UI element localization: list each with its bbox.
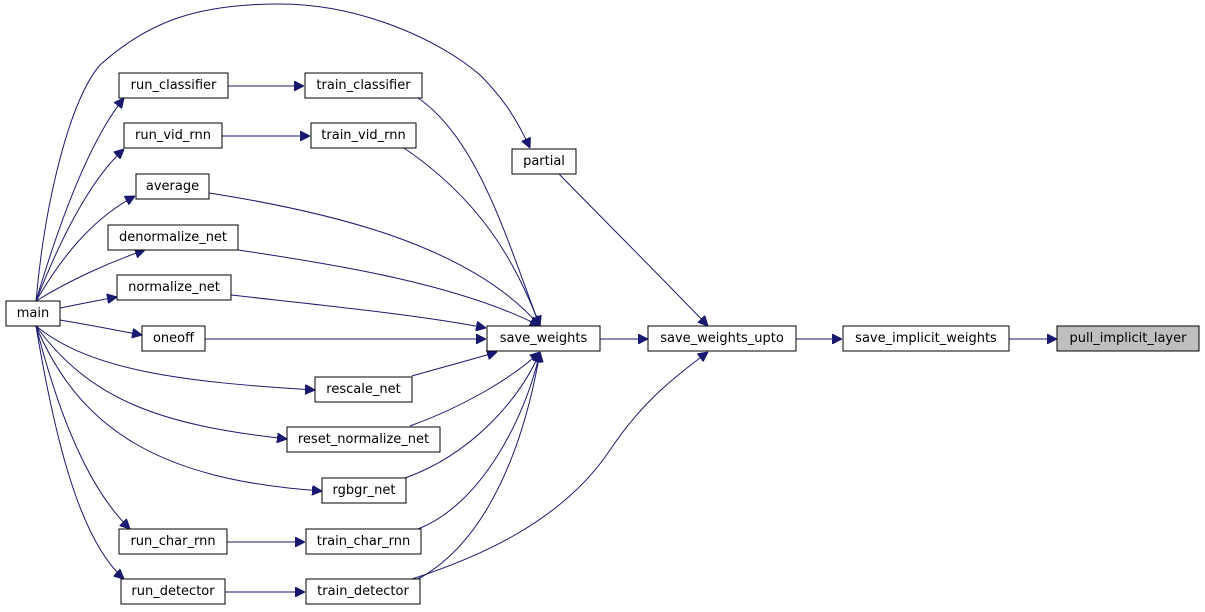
- edge-average-to-save-weights: [208, 192, 540, 326]
- edge-main-to-average: [35, 196, 135, 302]
- node-label: save_implicit_weights: [855, 331, 997, 346]
- node-rescale-net[interactable]: rescale_net: [314, 376, 413, 403]
- node-label: rgbgr_net: [332, 483, 395, 498]
- node-label: partial: [523, 154, 565, 169]
- node-label: main: [17, 306, 49, 321]
- edge-main-to-oneoff: [59, 319, 142, 335]
- edge-normalize-net-to-save-weights: [230, 294, 486, 328]
- node-run-detector[interactable]: run_detector: [120, 578, 226, 605]
- node-label: pull_implicit_layer: [1070, 331, 1188, 346]
- edge-train-detector-to-save-weights-upto: [411, 352, 708, 580]
- node-run-vid-rnn[interactable]: run_vid_rnn: [123, 122, 223, 149]
- node-label: denormalize_net: [119, 230, 227, 245]
- node-denormalize-net[interactable]: denormalize_net: [107, 224, 239, 251]
- edge-rescale-net-to-save-weights: [411, 352, 497, 377]
- node-label: train_char_rnn: [317, 534, 411, 549]
- node-reset-normalize-net[interactable]: reset_normalize_net: [286, 426, 441, 453]
- edge-train-vid-rnn-to-save-weights: [403, 147, 540, 326]
- node-oneoff[interactable]: oneoff: [141, 325, 206, 352]
- edge-main-to-normalize-net: [59, 297, 117, 309]
- edge-train-detector-to-save-weights: [417, 352, 540, 580]
- node-label: save_weights: [500, 331, 588, 346]
- node-label: train_classifier: [316, 78, 411, 93]
- edge-train-classifier-to-save-weights: [417, 97, 540, 326]
- edge-main-to-run-detector: [35, 325, 124, 579]
- node-run-classifier[interactable]: run_classifier: [118, 72, 229, 99]
- node-label: save_weights_upto: [660, 331, 784, 346]
- node-run-char-rnn[interactable]: run_char_rnn: [118, 528, 228, 555]
- node-label: normalize_net: [128, 280, 220, 295]
- edge-main-to-rgbgr-net: [35, 325, 322, 491]
- node-train-vid-rnn[interactable]: train_vid_rnn: [310, 122, 417, 149]
- node-label: train_detector: [317, 584, 409, 599]
- node-train-classifier[interactable]: train_classifier: [304, 72, 423, 99]
- node-train-detector[interactable]: train_detector: [305, 578, 421, 605]
- node-label: run_char_rnn: [130, 534, 215, 549]
- node-main[interactable]: main: [5, 300, 61, 327]
- node-label: oneoff: [153, 331, 195, 346]
- edge-main-to-reset-normalize-net: [35, 325, 287, 439]
- edge-main-to-rescale-net: [35, 325, 315, 390]
- node-save-weights[interactable]: save_weights: [486, 325, 601, 352]
- node-average[interactable]: average: [135, 173, 210, 200]
- node-normalize-net[interactable]: normalize_net: [116, 274, 232, 301]
- node-label: reset_normalize_net: [298, 432, 429, 447]
- node-partial[interactable]: partial: [511, 148, 577, 175]
- edge-main-to-run-vid-rnn: [35, 149, 124, 302]
- node-pull-implicit-layer[interactable]: pull_implicit_layer: [1056, 325, 1200, 352]
- node-label: average: [146, 179, 199, 194]
- node-save-implicit-weights[interactable]: save_implicit_weights: [842, 325, 1010, 352]
- edge-train-char-rnn-to-save-weights: [417, 352, 540, 530]
- edge-main-to-run-classifier: [35, 98, 124, 302]
- edge-main-to-partial: [35, 3, 530, 302]
- edge-main-to-denormalize-net: [35, 250, 145, 302]
- node-train-char-rnn[interactable]: train_char_rnn: [305, 528, 422, 555]
- node-label: rescale_net: [326, 382, 400, 397]
- node-save-weights-upto[interactable]: save_weights_upto: [647, 325, 797, 352]
- edge-denormalize-net-to-save-weights: [237, 249, 540, 326]
- edge-main-to-run-char-rnn: [35, 325, 130, 529]
- edge-rgbgr-net-to-save-weights: [404, 352, 540, 479]
- node-label: run_classifier: [131, 78, 217, 93]
- node-rgbgr-net[interactable]: rgbgr_net: [321, 477, 407, 504]
- node-label: train_vid_rnn: [321, 128, 405, 143]
- node-label: run_detector: [131, 584, 215, 599]
- node-label: run_vid_rnn: [135, 128, 211, 143]
- edge-partial-to-save-weights-upto: [558, 173, 708, 326]
- edge-reset-normalize-net-to-save-weights: [409, 352, 540, 427]
